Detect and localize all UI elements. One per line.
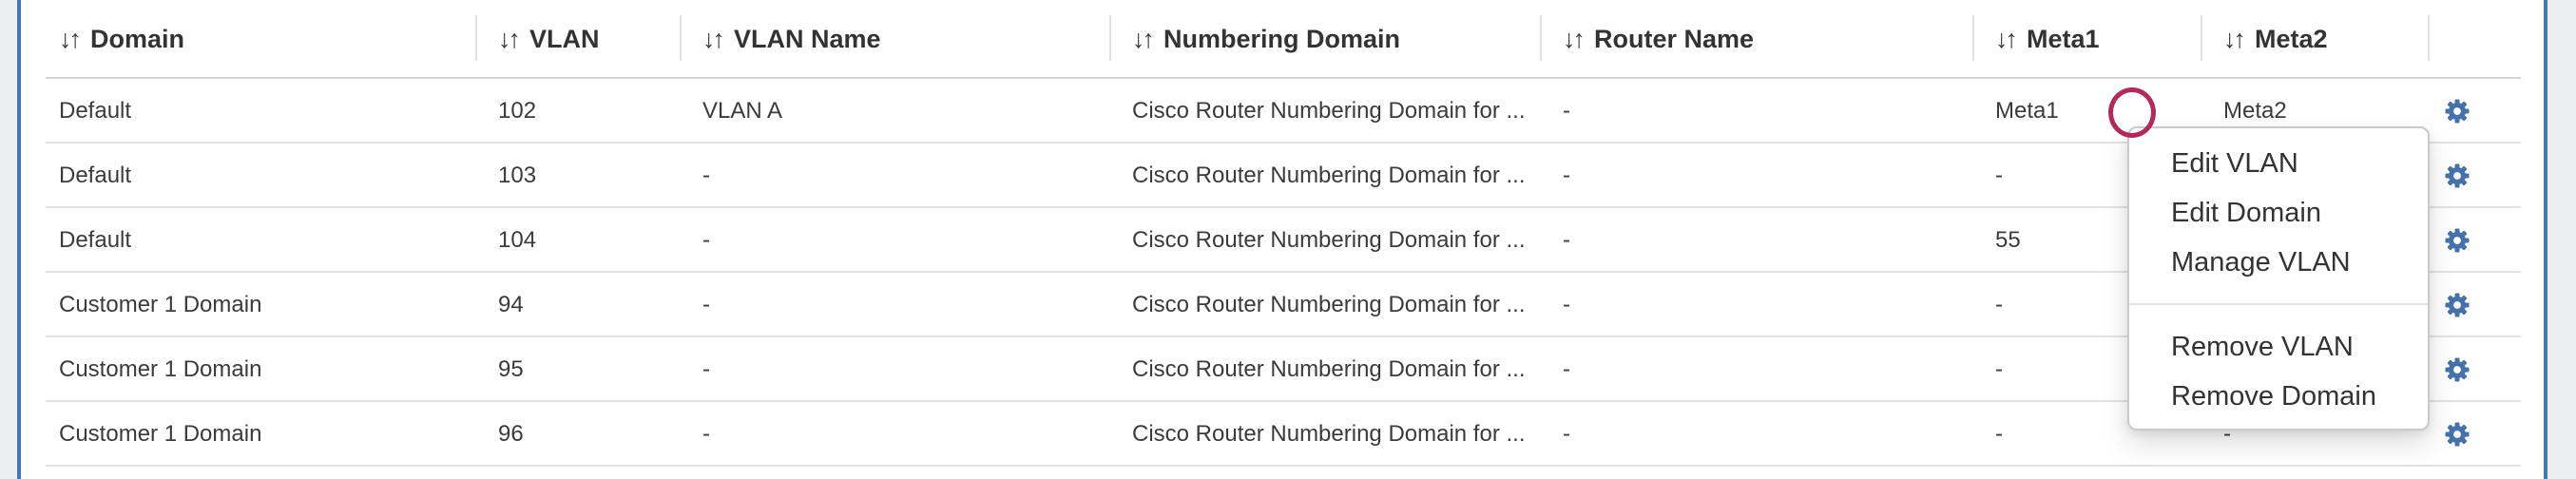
cell-router-name: -	[1563, 98, 1570, 124]
sort-icon: ↓↑	[2223, 25, 2246, 53]
cell-router-name: -	[1563, 292, 1570, 317]
cell-domain: Default	[59, 98, 132, 124]
cell-domain: Customer 1 Domain	[59, 292, 262, 317]
cell-router-name: -	[1563, 227, 1570, 253]
menu-item-edit-domain[interactable]: Edit Domain	[2171, 198, 2321, 228]
column-header-label: Numbering Domain	[1163, 25, 1401, 53]
cell-domain: Default	[59, 163, 132, 188]
cell-meta1: 55	[1995, 227, 2021, 253]
column-header-domain[interactable]: ↓↑ Domain	[21, 0, 475, 79]
cell-meta2: -	[2223, 421, 2231, 447]
column-header-actions	[2428, 0, 2544, 79]
cell-router-name: -	[1563, 356, 1570, 382]
sort-icon: ↓↑	[702, 25, 725, 53]
cell-numbering-domain: Cisco Router Numbering Domain for ...	[1132, 98, 1526, 124]
cell-vlan-name: -	[702, 163, 710, 188]
cell-vlan: 95	[498, 356, 524, 382]
cell-vlan-name: -	[702, 421, 710, 447]
cell-numbering-domain: Cisco Router Numbering Domain for ...	[1132, 227, 1526, 253]
cell-vlan-name: VLAN A	[702, 98, 783, 124]
sort-icon: ↓↑	[1132, 25, 1155, 53]
table-row: Customer 1 Domain 94 - Cisco Router Numb…	[21, 273, 2544, 337]
cell-router-name: -	[1563, 163, 1570, 188]
cell-vlan: 96	[498, 421, 524, 447]
vlan-table-panel: ↓↑ Domain ↓↑ VLAN ↓↑ VLAN Name ↓↑ Numbering …	[17, 0, 2547, 479]
cell-meta1: -	[1995, 421, 2003, 447]
cell-vlan-name: -	[702, 227, 710, 253]
gear-icon[interactable]	[2443, 291, 2471, 319]
menu-item-remove-domain[interactable]: Remove Domain	[2171, 381, 2376, 412]
table-row: Customer 1 Domain 95 - Cisco Router Numb…	[21, 337, 2544, 402]
gear-icon[interactable]	[2443, 226, 2471, 255]
cell-router-name: -	[1563, 421, 1570, 447]
sort-icon: ↓↑	[1995, 25, 2018, 53]
gear-icon[interactable]	[2443, 162, 2471, 190]
table-row: Default 103 - Cisco Router Numbering Dom…	[21, 144, 2544, 208]
column-header-label: VLAN Name	[734, 25, 881, 53]
cell-numbering-domain: Cisco Router Numbering Domain for ...	[1132, 421, 1526, 447]
cell-vlan-name: -	[702, 292, 710, 317]
cell-meta1: Meta1	[1995, 98, 2059, 124]
cell-domain: Default	[59, 227, 132, 253]
gear-icon[interactable]	[2443, 355, 2471, 384]
cell-vlan: 104	[498, 227, 537, 253]
column-header-vlan-name[interactable]: ↓↑ VLAN Name	[680, 0, 1109, 79]
cell-meta1: -	[1995, 163, 2003, 188]
cell-domain: Customer 1 Domain	[59, 421, 262, 447]
cell-numbering-domain: Cisco Router Numbering Domain for ...	[1132, 356, 1526, 382]
table-row: Default 104 - Cisco Router Numbering Dom…	[21, 208, 2544, 273]
table-row: Customer 1 Domain 96 - Cisco Router Numb…	[21, 402, 2544, 467]
gear-icon[interactable]	[2443, 97, 2471, 125]
cell-meta2: Meta2	[2223, 98, 2287, 124]
cell-vlan: 103	[498, 163, 537, 188]
sort-icon: ↓↑	[498, 25, 521, 53]
cell-numbering-domain: Cisco Router Numbering Domain for ...	[1132, 292, 1526, 317]
column-header-label: Domain	[90, 25, 185, 53]
column-header-meta2[interactable]: ↓↑ Meta2	[2201, 0, 2428, 79]
menu-item-edit-vlan[interactable]: Edit VLAN	[2171, 148, 2298, 179]
cell-vlan: 102	[498, 98, 537, 124]
column-header-label: Meta2	[2255, 25, 2328, 53]
cell-vlan-name: -	[702, 356, 710, 382]
column-header-label: Meta1	[2027, 25, 2100, 53]
menu-item-manage-vlan[interactable]: Manage VLAN	[2171, 247, 2351, 278]
sort-icon: ↓↑	[59, 25, 82, 53]
table-row: Default 102 VLAN A Cisco Router Numberin…	[21, 79, 2544, 144]
context-menu: Edit VLAN Edit Domain Manage VLAN Remove…	[2127, 126, 2430, 431]
cell-meta1: -	[1995, 356, 2003, 382]
menu-divider	[2129, 303, 2428, 305]
menu-item-remove-vlan[interactable]: Remove VLAN	[2171, 332, 2354, 362]
column-header-router-name[interactable]: ↓↑ Router Name	[1540, 0, 1972, 79]
column-header-label: VLAN	[529, 25, 600, 53]
cell-vlan: 94	[498, 292, 524, 317]
column-header-vlan[interactable]: ↓↑ VLAN	[475, 0, 680, 79]
sort-icon: ↓↑	[1563, 25, 1586, 53]
column-header-meta1[interactable]: ↓↑ Meta1	[1972, 0, 2201, 79]
cell-domain: Customer 1 Domain	[59, 356, 262, 382]
column-header-label: Router Name	[1594, 25, 1755, 53]
column-header-numbering-domain[interactable]: ↓↑ Numbering Domain	[1109, 0, 1540, 79]
cell-numbering-domain: Cisco Router Numbering Domain for ...	[1132, 163, 1526, 188]
table-header-row: ↓↑ Domain ↓↑ VLAN ↓↑ VLAN Name ↓↑ Numbering …	[21, 0, 2544, 79]
gear-icon[interactable]	[2443, 420, 2471, 449]
cell-meta1: -	[1995, 292, 2003, 317]
